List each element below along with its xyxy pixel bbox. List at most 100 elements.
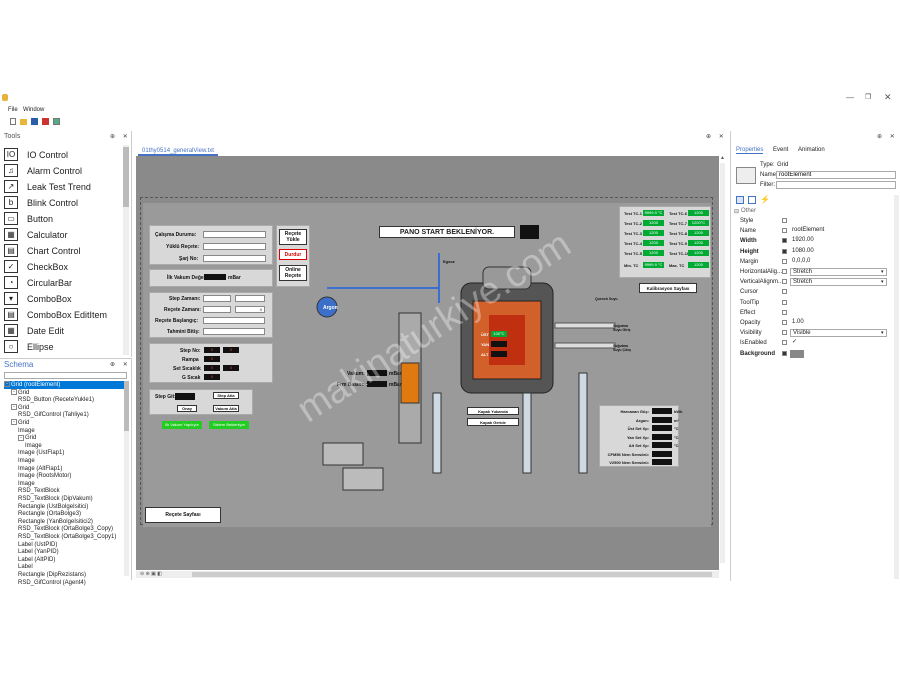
expand-icon[interactable]: - [11,419,17,426]
tool-item[interactable]: ○Ellipse [4,339,54,354]
section-toggle-icon[interactable]: ⊟ [734,209,740,215]
name-input[interactable] [776,171,896,179]
property-value[interactable]: rootElement [792,227,825,234]
tree-node[interactable]: Rectangle (DipRezistans) [18,571,86,579]
tree-node[interactable]: Image (UstFlap1) [18,449,64,457]
expand-icon[interactable]: - [18,434,24,441]
step-atla-button[interactable]: Step Atla [213,392,239,399]
delete-icon[interactable] [42,118,49,125]
properties-tab[interactable]: Animation [798,147,825,153]
property-value[interactable]: 1920.00 [792,237,814,244]
lightning-icon[interactable]: ⚡ [760,195,770,204]
online-recete-button[interactable]: Online Reçete [279,265,307,281]
tree-node[interactable]: RSD_GifControl (Agent4) [18,579,86,587]
design-canvas[interactable]: Çalışma Durumu: Yüklü Reçete: Şarj No: R… [136,156,719,570]
tool-item[interactable]: ▭Button [4,211,53,226]
tree-node[interactable]: Image [18,480,35,488]
document-scroll-up-icon[interactable]: ▲ [720,155,725,161]
property-row[interactable]: IsEnabled✓ [740,338,890,348]
property-value[interactable]: Stretch [790,278,887,287]
maximize-icon[interactable]: ❐ [865,94,872,101]
recete-sayfasi-button[interactable]: Reçete Sayfası [145,507,221,523]
close-icon[interactable]: ✕ [884,92,892,102]
open-icon[interactable] [20,119,27,125]
tree-node[interactable]: Rectangle (UstBolgeIsitici) [18,503,88,511]
tree-node[interactable]: Rectangle (YanBolgeIsitici2) [18,518,93,526]
filter-input[interactable] [776,181,896,189]
tree-node[interactable]: Image (AltFlap1) [18,465,62,473]
schema-scrollbar[interactable] [124,381,129,576]
vakum-atla-button[interactable]: Vakum Atla [213,405,239,412]
property-row[interactable]: Style [740,216,890,226]
tool-item[interactable]: ◔CircularBar [4,275,72,290]
property-value[interactable]: ✓ [792,339,798,346]
recete-yukle-button[interactable]: Reçete Yükle [279,229,307,245]
tree-node[interactable]: RSD_TextBlock (OrtaBolge3_Copy) [18,525,113,533]
expand-icon[interactable]: - [11,404,17,411]
property-row[interactable]: ToolTip [740,298,890,308]
schema-search-input[interactable] [4,372,127,379]
tree-node[interactable]: RSD_TextBlock (OrtaBolge3_Copy1) [18,533,116,541]
tool-item[interactable]: ▤Chart Control [4,243,81,258]
tree-node[interactable]: Label (AltPID) [18,556,55,564]
property-value[interactable]: Stretch [790,268,887,276]
onay-button[interactable]: Onay [177,405,197,412]
new-icon[interactable] [10,118,16,125]
category-view-icon[interactable] [736,196,744,204]
tools-scrollbar[interactable] [123,145,129,355]
properties-pin-icon[interactable]: ⊕ ✕ [877,134,898,140]
dropdown-arrow-icon[interactable]: ▾ [881,269,884,275]
tree-node[interactable]: -Grid [11,404,29,412]
tree-node[interactable]: Image [18,457,35,465]
tree-node[interactable]: Rectangle (OrtaBolge3) [18,510,81,518]
property-row[interactable]: Background [740,349,890,359]
alpha-view-icon[interactable] [748,196,756,204]
tool-item[interactable]: ▦Calculator [4,227,68,242]
property-value[interactable]: 1080.00 [792,247,814,254]
expand-icon[interactable]: - [4,381,10,388]
tree-node[interactable]: Label (YanPID) [18,548,59,556]
tree-node[interactable]: -Grid [11,419,29,427]
tool-item[interactable]: ↗Leak Test Trend [4,179,91,194]
document-hscroll[interactable]: ⊖ ⊕ ▣ ◧ [136,571,719,578]
kapak-geride-button[interactable]: Kapak Geride [467,418,519,426]
property-row[interactable]: VerticalAlignm...Stretch▾ [740,277,890,287]
zoom-controls-icon[interactable]: ⊖ ⊕ ▣ ◧ [140,571,162,577]
color-swatch[interactable] [790,349,804,358]
tool-item[interactable]: ▦Date Edit [4,323,64,338]
tool-item[interactable]: ♫Alarm Control [4,163,82,178]
save-icon[interactable] [31,118,38,125]
properties-tab[interactable]: Properties [736,147,764,154]
tree-node[interactable]: -Grid [18,434,36,442]
expand-icon[interactable]: - [11,389,17,396]
property-row[interactable]: HorizontalAlig...Stretch▾ [740,267,890,277]
property-row[interactable]: Effect [740,308,890,318]
pane-pin-icon[interactable]: ⊕ ✕ [110,134,131,140]
menu-window[interactable]: Window [23,107,45,113]
minimize-icon[interactable]: — [846,93,854,102]
tree-node[interactable]: Label [18,563,33,571]
tab-document[interactable]: 01thy0514_generalView.txt [138,146,218,156]
tree-node[interactable]: Label (UstPID) [18,541,57,549]
durdur-button[interactable]: Durdur [279,249,307,260]
properties-scrollbar[interactable] [894,195,899,579]
dropdown-arrow-icon[interactable]: ▾ [881,330,884,337]
tool-item[interactable]: ▤ComboBox EditItem [4,307,107,322]
schema-pin-icon[interactable]: ⊕ ✕ [110,362,131,368]
property-value[interactable]: 0,0,0,0 [792,257,811,264]
tree-node[interactable]: RSD_TextBlock (DipVakum) [18,495,93,503]
document-vscroll[interactable] [720,163,725,563]
tree-node[interactable]: Image [18,427,35,435]
menu-file[interactable]: File [8,107,18,113]
tree-node[interactable]: RSD_Button (ReceteYukle1) [18,396,94,404]
tree-node[interactable]: -Grid [11,389,29,397]
tool-item[interactable]: ▾ComboBox [4,291,72,306]
property-value[interactable]: Visible [790,329,887,338]
property-value[interactable]: 1.00 [792,319,804,325]
